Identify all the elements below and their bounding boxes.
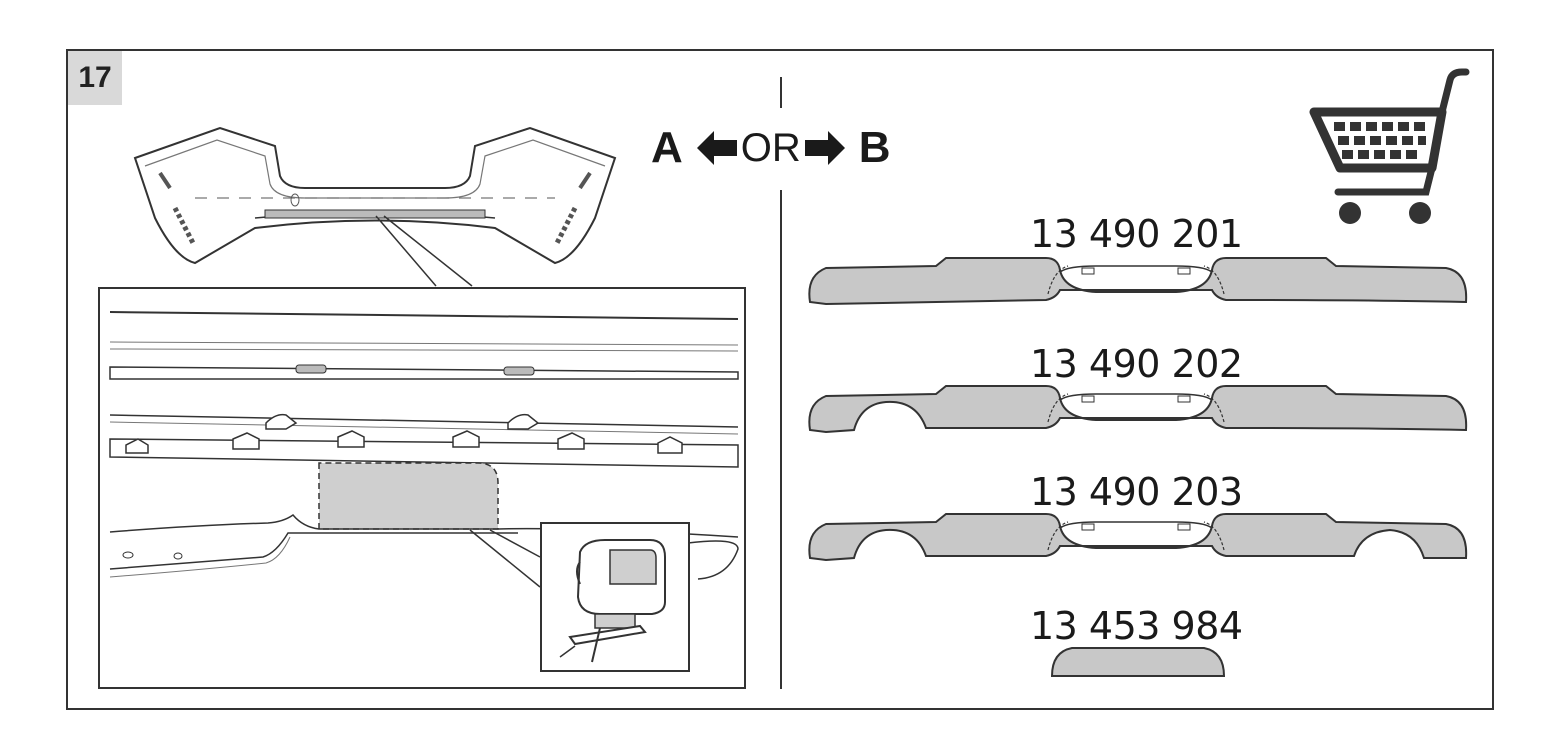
panel-divider — [780, 77, 782, 689]
jigsaw-icon — [540, 522, 690, 672]
part-number-1: 13 490 201 — [1030, 212, 1243, 256]
insert-part-4 — [1050, 647, 1226, 677]
option-a-label: A — [651, 123, 683, 172]
divider-gap — [776, 108, 786, 190]
rear-bumper-illustration — [133, 126, 617, 265]
part-number-4: 13 453 984 — [1030, 604, 1243, 648]
option-b-label: B — [858, 123, 891, 172]
diffuser-part-2 — [808, 385, 1468, 434]
instruction-frame — [66, 49, 1494, 710]
diffuser-part-1 — [808, 257, 1468, 306]
shopping-cart-icon — [1309, 68, 1470, 224]
part-number-3: 13 490 203 — [1030, 470, 1243, 514]
option-selector: A OR B — [651, 118, 891, 178]
arrow-left-icon — [696, 131, 737, 165]
step-number-badge: 17 — [68, 51, 122, 105]
part-number-2: 13 490 202 — [1030, 342, 1243, 386]
or-label: OR — [740, 125, 801, 170]
arrow-right-icon — [804, 131, 845, 165]
diffuser-part-3 — [808, 513, 1468, 562]
detail-callout-lines — [375, 215, 473, 287]
